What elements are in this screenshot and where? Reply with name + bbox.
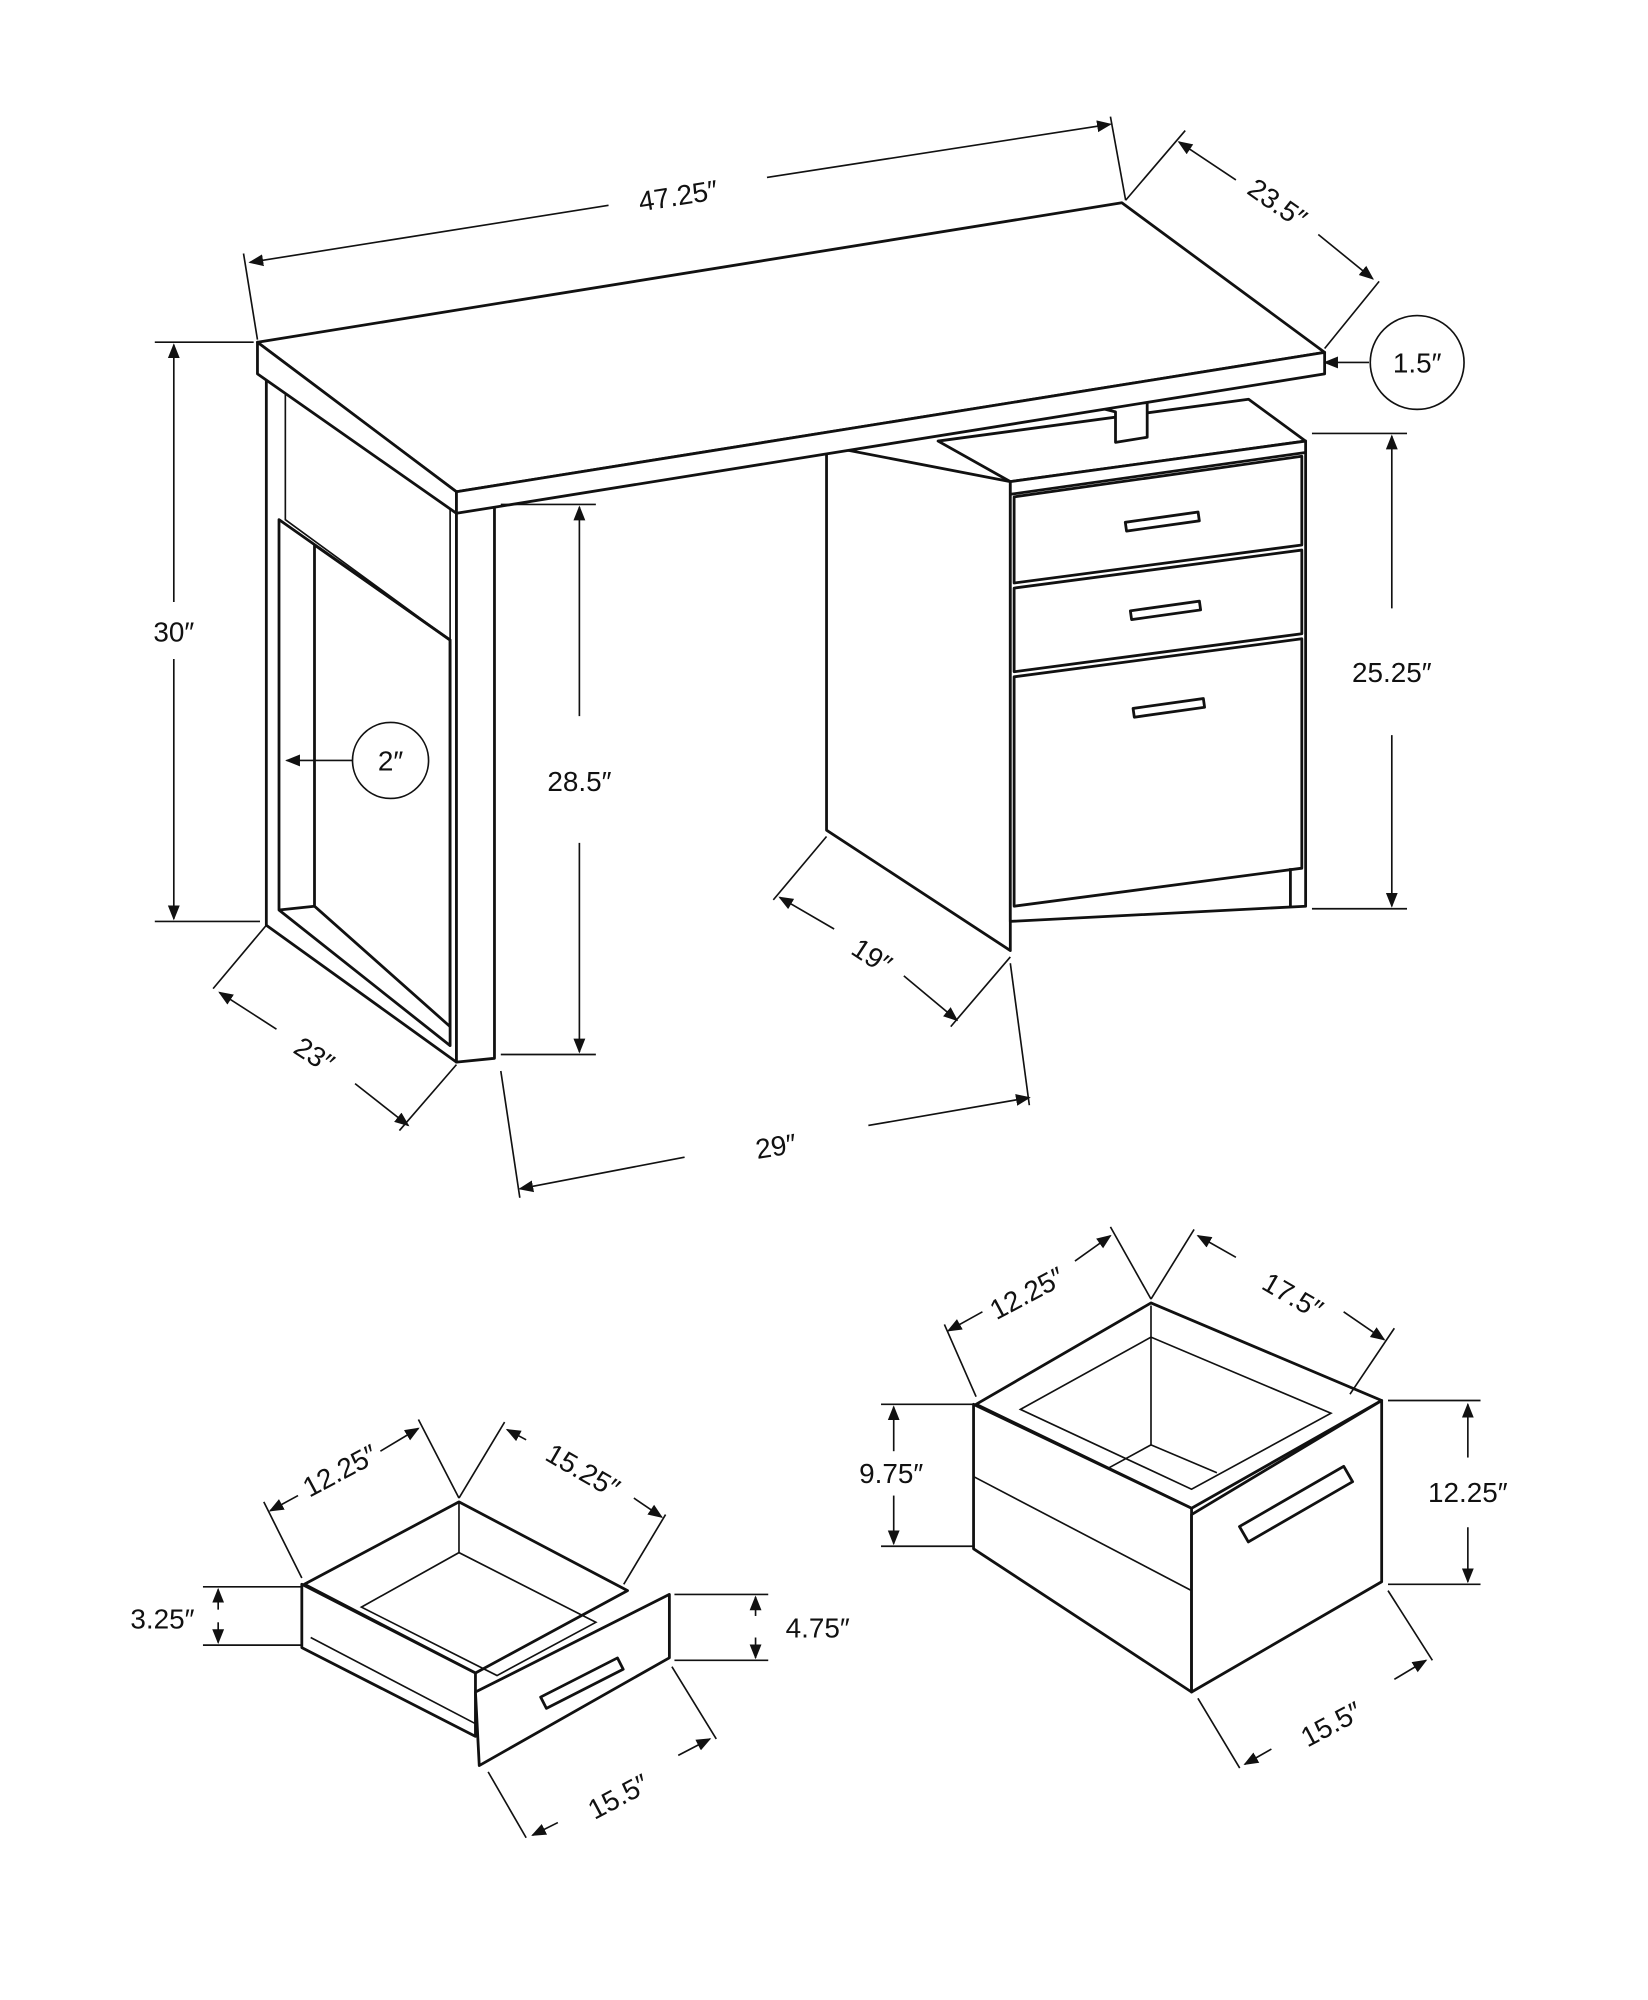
large-drawer-front-width-label: 15.5″ xyxy=(1296,1695,1367,1753)
top-thickness-label: 1.5″ xyxy=(1393,348,1442,379)
small-drawer-width-label: 12.25″ xyxy=(298,1438,383,1503)
left-leg-inner xyxy=(313,543,452,1029)
small-drawer-bottom xyxy=(359,1551,598,1677)
desk-drawing xyxy=(256,201,1327,1064)
small-drawer-inner-height-label: 3.25″ xyxy=(130,1604,194,1635)
file-drawer-handle xyxy=(1131,697,1206,719)
small-drawer-dimensions: 12.25″ 15.25″ 3.25″ 4.75″ 15.5″ xyxy=(130,1419,850,1839)
large-drawer-width-label: 12.25″ xyxy=(985,1261,1070,1326)
small-drawer-front-width-label: 15.5″ xyxy=(583,1768,654,1826)
drawer-2-handle xyxy=(1128,599,1203,621)
large-drawer-handle xyxy=(1238,1464,1354,1544)
cabinet-top-edge xyxy=(1010,451,1306,496)
knee-height-label: 28.5″ xyxy=(547,766,611,797)
desk-width-label: 47.25″ xyxy=(636,174,720,217)
cabinet-depth-label: 19″ xyxy=(846,932,897,980)
small-drawer-handle xyxy=(539,1656,625,1710)
file-drawer-front xyxy=(1012,637,1304,908)
desktop-side-edge xyxy=(455,350,1327,515)
knee-width-label: 29″ xyxy=(753,1128,798,1165)
large-drawer-inner xyxy=(1018,1336,1333,1491)
leg-depth-label: 23″ xyxy=(289,1031,340,1079)
cabinet-height-label: 25.25″ xyxy=(1352,657,1432,688)
cabinet-side xyxy=(825,444,1012,952)
desk-depth-label: 23.5″ xyxy=(1242,172,1312,234)
desk-height-label: 30″ xyxy=(153,616,194,647)
leg-thickness-label: 2″ xyxy=(378,746,404,777)
left-leg-front xyxy=(455,503,496,1064)
large-drawer-drawing xyxy=(972,1301,1384,1694)
small-drawer-drawing xyxy=(300,1500,671,1767)
large-drawer-front-height-label: 12.25″ xyxy=(1428,1477,1508,1508)
small-drawer-front-height-label: 4.75″ xyxy=(786,1613,850,1644)
small-drawer-side xyxy=(300,1582,477,1738)
drawer-1-handle xyxy=(1123,510,1201,533)
large-drawer-depth-label: 17.5″ xyxy=(1257,1266,1328,1325)
small-drawer-slide xyxy=(310,1636,476,1725)
large-drawer-slide xyxy=(973,1475,1192,1592)
large-drawer-inner-height-label: 9.75″ xyxy=(859,1458,923,1489)
small-drawer-depth-label: 15.25″ xyxy=(541,1437,626,1504)
